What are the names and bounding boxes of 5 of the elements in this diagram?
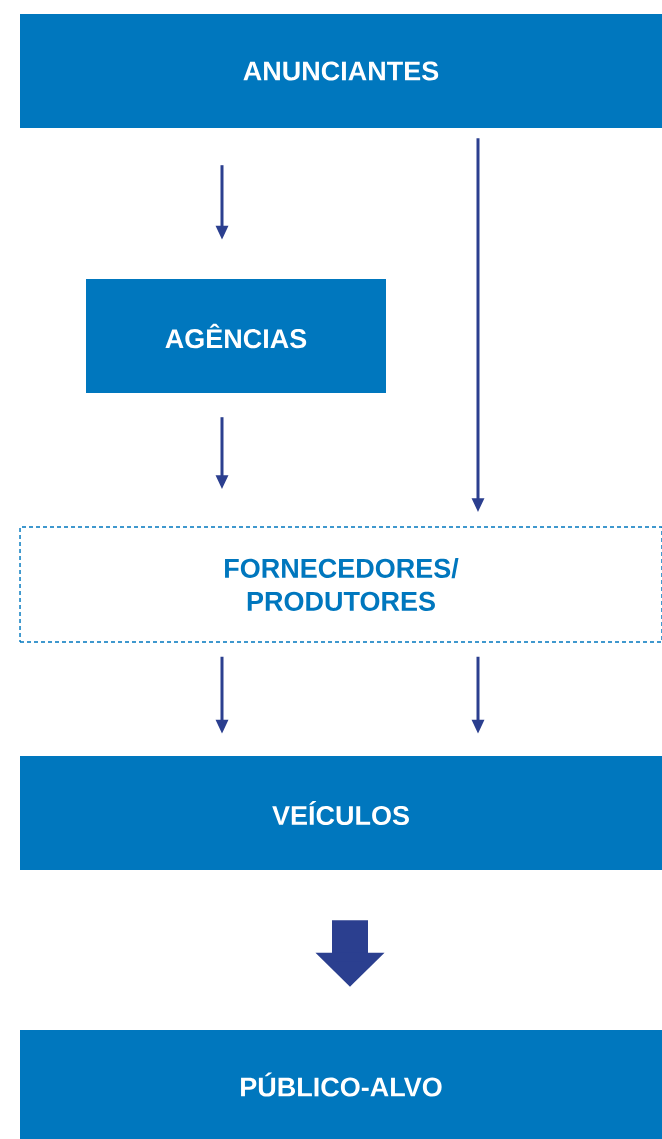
process-box: AGÊNCIAS — [86, 279, 386, 393]
process-box: PÚBLICO-ALVO — [20, 1030, 662, 1139]
dashed-box: FORNECEDORES/ PRODUTORES — [19, 526, 662, 643]
process-box: ANUNCIANTES — [20, 14, 662, 128]
process-box: VEÍCULOS — [20, 756, 662, 870]
